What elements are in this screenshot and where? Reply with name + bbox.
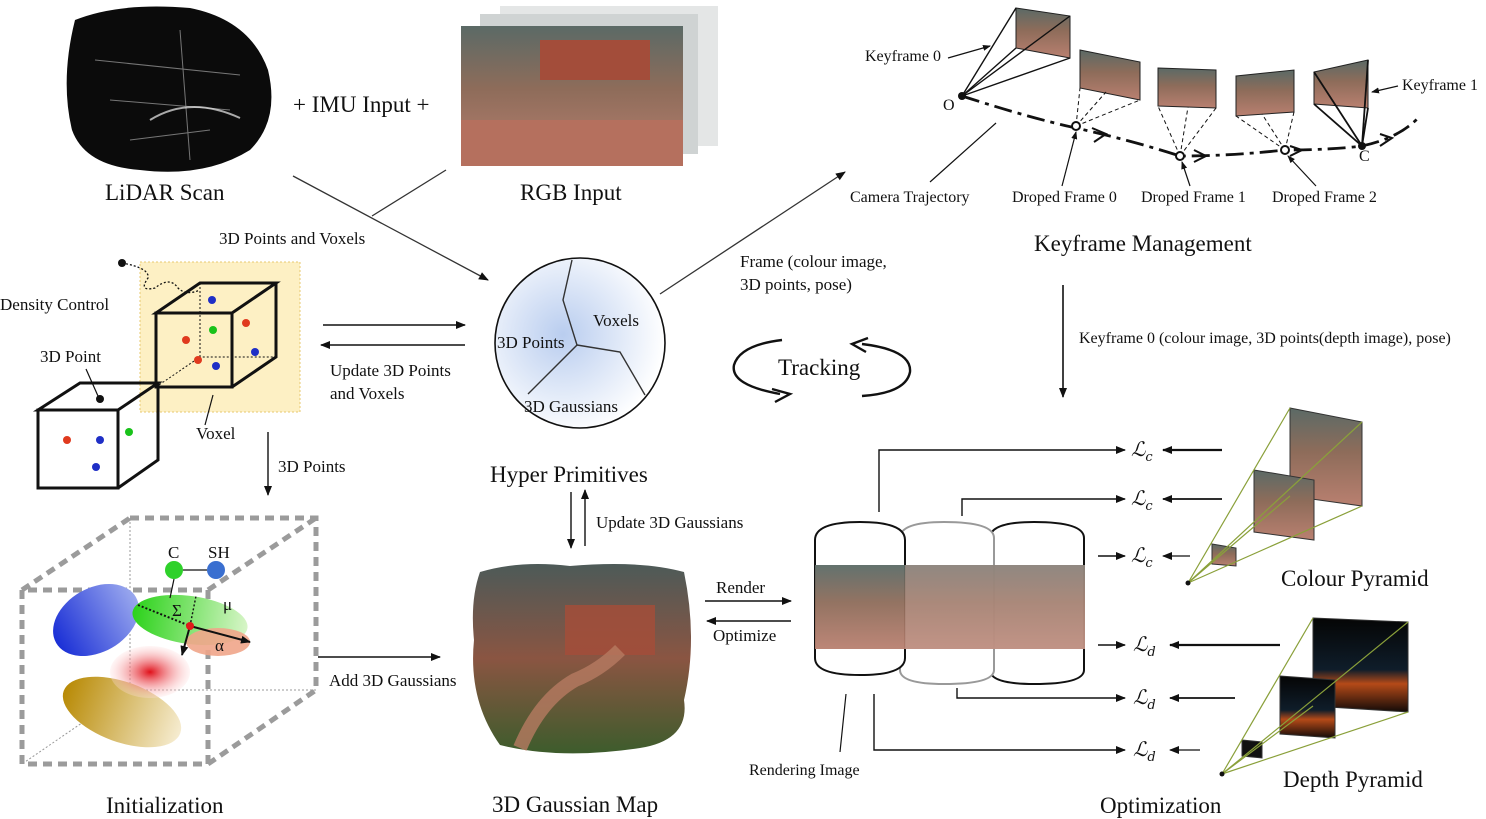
current-label: C	[1359, 148, 1370, 165]
init-sh-label: SH	[208, 543, 230, 562]
points-down-label: 3D Points	[278, 457, 346, 476]
depth-pyramid	[1219, 617, 1409, 777]
render-label: Render	[716, 578, 766, 597]
rgb-input-label: RGB Input	[520, 180, 622, 205]
depth-loss-label: ℒd	[1133, 632, 1156, 660]
sphere-gaussians-label: 3D Gaussians	[524, 397, 618, 416]
initialization-gaussians	[19, 515, 319, 767]
keyframe-trajectory	[929, 7, 1422, 187]
keyframe0-label: Keyframe 0	[865, 48, 941, 65]
dropped-frame1-label: Droped Frame 1	[1141, 189, 1246, 206]
hyper-primitives-title: Hyper Primitives	[490, 462, 648, 487]
voxel-label: Voxel	[196, 424, 236, 443]
voxel-illustration	[32, 259, 301, 490]
keyframe-to-opt-label: Keyframe 0 (colour image, 3D points(dept…	[1079, 330, 1451, 347]
depth-loss-label: ℒd	[1133, 685, 1156, 713]
init-sigma-label: Σ	[172, 601, 182, 620]
init-mu-label: μ	[223, 595, 233, 614]
colour-loss-label: ℒc	[1131, 437, 1153, 465]
loss-connectors	[873, 446, 1280, 754]
frame-label-2: 3D points, pose)	[740, 275, 852, 294]
gaussian-map-title: 3D Gaussian Map	[492, 792, 659, 817]
init-c-label: C	[168, 543, 180, 562]
sphere-voxels-label: Voxels	[593, 311, 639, 330]
lidar-scan-label: LiDAR Scan	[105, 180, 225, 205]
imu-input-label: + IMU Input +	[293, 92, 430, 117]
depth-pyramid-label: Depth Pyramid	[1283, 767, 1423, 792]
update-points-label-1: Update 3D Points	[330, 361, 451, 380]
origin-label: O	[943, 97, 955, 114]
rendering-stack	[814, 520, 1085, 686]
colour-pyramid-label: Colour Pyramid	[1281, 566, 1429, 591]
keyframe-management-title: Keyframe Management	[1034, 231, 1252, 256]
density-control-label: Density Control	[0, 295, 110, 314]
camera-trajectory-label: Camera Trajectory	[850, 189, 970, 206]
add-gaussians-label: Add 3D Gaussians	[329, 671, 457, 690]
update-gaussians-label: Update 3D Gaussians	[596, 513, 744, 532]
point-label: 3D Point	[40, 347, 101, 366]
gaussian-map-image	[472, 564, 691, 754]
colour-pyramid	[1185, 407, 1363, 586]
hyper-primitives-sphere	[494, 257, 666, 429]
rgb-input-images	[461, 6, 718, 166]
dropped-frame0-label: Droped Frame 0	[1012, 189, 1117, 206]
rgb-join-line	[371, 169, 447, 217]
rendering-image-pointer	[839, 693, 847, 753]
keyframe1-label: Keyframe 1	[1402, 77, 1478, 94]
lidar-to-hyper-arrow	[292, 175, 489, 281]
rendering-image-label: Rendering Image	[749, 762, 860, 779]
colour-loss-label: ℒc	[1131, 543, 1153, 571]
frame-label-1: Frame (colour image,	[740, 252, 887, 271]
init-alpha-label: α	[215, 636, 224, 655]
initialization-title: Initialization	[106, 793, 224, 818]
update-points-label-2: and Voxels	[330, 384, 405, 403]
tracking-cycle	[732, 336, 912, 404]
optimization-title: Optimization	[1100, 793, 1222, 818]
dropped-frame2-label: Droped Frame 2	[1272, 189, 1377, 206]
colour-loss-label: ℒc	[1131, 486, 1153, 514]
depth-loss-label: ℒd	[1133, 737, 1156, 765]
optimize-label: Optimize	[713, 626, 777, 645]
frame-arrow	[659, 171, 846, 295]
sphere-points-label: 3D Points	[497, 333, 565, 352]
points-voxels-label: 3D Points and Voxels	[219, 229, 366, 248]
tracking-label: Tracking	[778, 355, 861, 380]
lidar-scan-image	[66, 6, 272, 172]
